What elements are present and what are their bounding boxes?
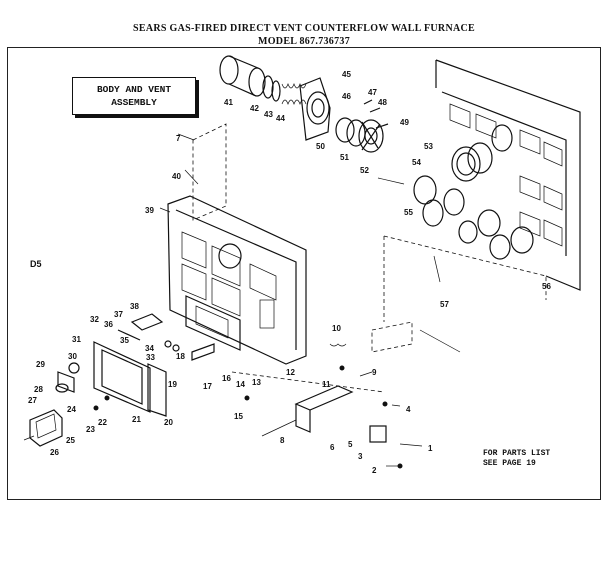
parts-list-note: FOR PARTS LIST SEE PAGE 19 xyxy=(483,449,550,469)
part-number-11: 11 xyxy=(322,380,331,389)
part-number-20: 20 xyxy=(164,418,173,427)
part-number-47: 47 xyxy=(368,88,377,97)
part-number-38: 38 xyxy=(130,302,139,311)
diagram-frame xyxy=(7,47,601,500)
part-number-51: 51 xyxy=(340,153,349,162)
part-number-6: 6 xyxy=(330,443,335,452)
part-number-34: 34 xyxy=(145,344,154,353)
front-panel-group xyxy=(29,313,250,447)
part-number-32: 32 xyxy=(90,315,99,324)
part-number-8: 8 xyxy=(280,436,285,445)
furnace-body xyxy=(167,195,307,365)
part-number-17: 17 xyxy=(203,382,212,391)
part-number-16: 16 xyxy=(222,374,231,383)
part-number-21: 21 xyxy=(132,415,141,424)
part-number-42: 42 xyxy=(250,104,259,113)
control-bracket xyxy=(231,343,403,469)
part-number-57: 57 xyxy=(440,300,449,309)
part-number-46: 46 xyxy=(342,92,351,101)
part-number-2: 2 xyxy=(372,466,377,475)
part-number-37: 37 xyxy=(114,310,123,319)
part-number-54: 54 xyxy=(412,158,421,167)
part-number-48: 48 xyxy=(378,98,387,107)
part-number-7: 7 xyxy=(176,134,181,143)
part-number-3: 3 xyxy=(358,452,363,461)
part-number-41: 41 xyxy=(224,98,233,107)
assembly-label-line1: BODY AND VENT xyxy=(96,84,172,95)
part-number-29: 29 xyxy=(36,360,45,369)
part-number-14: 14 xyxy=(236,380,245,389)
part-number-1: 1 xyxy=(428,444,433,453)
part-number-30: 30 xyxy=(68,352,77,361)
model-number: MODEL 867.736737 xyxy=(257,36,351,47)
diagram-title: SEARS GAS-FIRED DIRECT VENT COUNTERFLOW … xyxy=(133,23,475,34)
part-number-15: 15 xyxy=(234,412,243,421)
assembly-label-box: BODY AND VENT ASSEMBLY xyxy=(72,77,196,115)
part-number-28: 28 xyxy=(34,385,43,394)
part-number-18: 18 xyxy=(176,352,185,361)
part-number-22: 22 xyxy=(98,418,107,427)
leader-lines xyxy=(23,133,461,467)
part-number-33: 33 xyxy=(146,353,155,362)
part-number-10: 10 xyxy=(332,324,341,333)
part-number-9: 9 xyxy=(372,368,377,377)
part-number-31: 31 xyxy=(72,335,81,344)
part-number-36: 36 xyxy=(104,320,113,329)
part-number-26: 26 xyxy=(50,448,59,457)
part-number-25: 25 xyxy=(66,436,75,445)
outline-base xyxy=(371,321,413,353)
part-number-24: 24 xyxy=(67,405,76,414)
part-number-35: 35 xyxy=(120,336,129,345)
part-number-53: 53 xyxy=(424,142,433,151)
part-number-44: 44 xyxy=(276,114,285,123)
part-number-45: 45 xyxy=(342,70,351,79)
part-number-50: 50 xyxy=(316,142,325,151)
note-line2: SEE PAGE 19 xyxy=(483,459,536,468)
part-number-23: 23 xyxy=(86,425,95,434)
part-number-43: 43 xyxy=(264,110,273,119)
page-code: D5 xyxy=(30,259,42,269)
part-number-40: 40 xyxy=(172,172,181,181)
note-line1: FOR PARTS LIST xyxy=(483,449,551,458)
part-number-5: 5 xyxy=(348,440,353,449)
part-number-49: 49 xyxy=(400,118,409,127)
outline-plate xyxy=(192,123,227,221)
part-number-56: 56 xyxy=(542,282,551,291)
vent-pipe-group xyxy=(219,55,389,153)
part-number-12: 12 xyxy=(286,368,295,377)
part-number-13: 13 xyxy=(252,378,261,387)
assembly-label-line2: ASSEMBLY xyxy=(111,97,157,108)
back-wall-panel xyxy=(383,59,581,322)
part-number-19: 19 xyxy=(168,380,177,389)
part-number-39: 39 xyxy=(145,206,154,215)
part-number-27: 27 xyxy=(28,396,37,405)
part-number-52: 52 xyxy=(360,166,369,175)
part-number-4: 4 xyxy=(406,405,411,414)
part-number-55: 55 xyxy=(404,208,413,217)
